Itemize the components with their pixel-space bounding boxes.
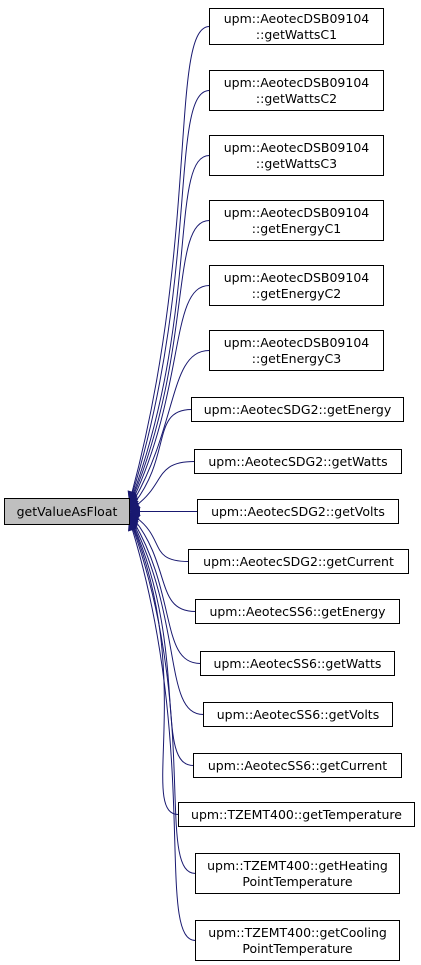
caller-node-label: upm::AeotecSS6::getEnergy (209, 604, 386, 619)
caller-node-label: upm::AeotecDSB09104 (224, 75, 370, 90)
caller-node-box (200, 651, 395, 676)
caller-node-box (195, 853, 400, 894)
caller-node-label: upm::AeotecDSB09104 (224, 335, 370, 350)
caller-node-label: ::getEnergyC3 (252, 351, 341, 366)
caller-node-box (193, 753, 402, 778)
call-edge (131, 528, 196, 941)
caller-node-box (188, 549, 409, 574)
caller-node-label: ::getWattsC1 (256, 27, 337, 42)
caller-node-label: upm::AeotecSDG2::getVolts (211, 504, 385, 519)
caller-node-label: upm::AeotecDSB09104 (224, 11, 370, 26)
caller-node-box (197, 499, 399, 524)
caller-node[interactable]: upm::AeotecSDG2::getEnergy (191, 397, 404, 422)
caller-node[interactable]: upm::AeotecDSB09104::getWattsC3 (209, 135, 384, 176)
caller-node-box (209, 8, 384, 45)
caller-node-label: upm::AeotecSS6::getWatts (214, 656, 382, 671)
caller-node-box (195, 920, 400, 961)
caller-node-box (209, 70, 384, 111)
call-edge (134, 520, 196, 612)
caller-node-box (209, 265, 384, 306)
caller-node[interactable]: upm::AeotecDSB09104::getEnergyC1 (209, 200, 384, 241)
call-edge (132, 525, 179, 815)
caller-node[interactable]: upm::AeotecSS6::getWatts (200, 651, 395, 676)
caller-node-label: upm::AeotecSDG2::getCurrent (203, 554, 394, 569)
caller-node[interactable]: upm::TZEMT400::getCoolingPointTemperatur… (195, 920, 400, 961)
caller-node[interactable]: upm::AeotecSDG2::getVolts (197, 499, 399, 524)
caller-node[interactable]: upm::AeotecDSB09104::getEnergyC3 (209, 330, 384, 371)
caller-node-label: ::getEnergyC2 (252, 286, 341, 301)
call-edge (132, 220, 210, 498)
caller-node[interactable]: upm::AeotecDSB09104::getWattsC1 (209, 8, 384, 45)
call-edge (136, 517, 189, 562)
nodes: getValueAsFloat upm::AeotecDSB09104::get… (4, 8, 415, 961)
caller-node[interactable]: upm::AeotecSDG2::getCurrent (188, 549, 409, 574)
call-edge (133, 522, 201, 664)
caller-node-label: ::getWattsC2 (256, 91, 337, 106)
caller-node-box (195, 599, 400, 624)
caller-node[interactable]: upm::TZEMT400::getHeatingPointTemperatur… (195, 853, 400, 894)
call-edge (133, 523, 204, 715)
root-node-label: getValueAsFloat (17, 504, 118, 519)
call-edge (132, 527, 196, 874)
call-edge (131, 90, 210, 495)
call-edge (133, 350, 210, 501)
root-node[interactable]: getValueAsFloat (4, 498, 130, 525)
caller-node[interactable]: upm::AeotecSS6::getEnergy (195, 599, 400, 624)
call-edge (134, 409, 192, 503)
caller-node-label: upm::TZEMT400::getCooling (208, 925, 387, 940)
caller-node-box (209, 135, 384, 176)
caller-node[interactable]: upm::AeotecSDG2::getWatts (194, 449, 402, 474)
call-edge (136, 461, 195, 506)
caller-node-label: upm::TZEMT400::getTemperature (191, 807, 402, 822)
caller-node-box (209, 200, 384, 241)
caller-node-label: upm::AeotecDSB09104 (224, 205, 370, 220)
caller-node-label: upm::AeotecSDG2::getEnergy (204, 402, 392, 417)
caller-node-label: upm::TZEMT400::getHeating (207, 858, 388, 873)
caller-node-label: upm::AeotecSS6::getCurrent (208, 758, 387, 773)
caller-node-box (191, 397, 404, 422)
caller-node-label: upm::AeotecSS6::getVolts (217, 707, 379, 722)
caller-node-label: ::getEnergyC1 (252, 221, 341, 236)
caller-node[interactable]: upm::AeotecSS6::getVolts (203, 702, 393, 727)
caller-node[interactable]: upm::AeotecDSB09104::getWattsC2 (209, 70, 384, 111)
caller-node-label: upm::AeotecDSB09104 (224, 140, 370, 155)
caller-node-label: PointTemperature (242, 874, 353, 889)
arrow-head (128, 518, 138, 532)
caller-node-box (194, 449, 402, 474)
caller-node-box (178, 802, 415, 827)
caller-node-box (209, 330, 384, 371)
call-edge (132, 155, 210, 497)
caller-node[interactable]: upm::TZEMT400::getTemperature (178, 802, 415, 827)
caller-node-label: upm::AeotecSDG2::getWatts (208, 454, 387, 469)
caller-node[interactable]: upm::AeotecDSB09104::getEnergyC2 (209, 265, 384, 306)
caller-node-label: upm::AeotecDSB09104 (224, 270, 370, 285)
caller-node-box (203, 702, 393, 727)
caller-node-label: ::getWattsC3 (256, 156, 337, 171)
call-edge (132, 285, 210, 500)
call-edge (131, 26, 210, 494)
caller-node[interactable]: upm::AeotecSS6::getCurrent (193, 753, 402, 778)
caller-node-label: PointTemperature (242, 941, 353, 956)
